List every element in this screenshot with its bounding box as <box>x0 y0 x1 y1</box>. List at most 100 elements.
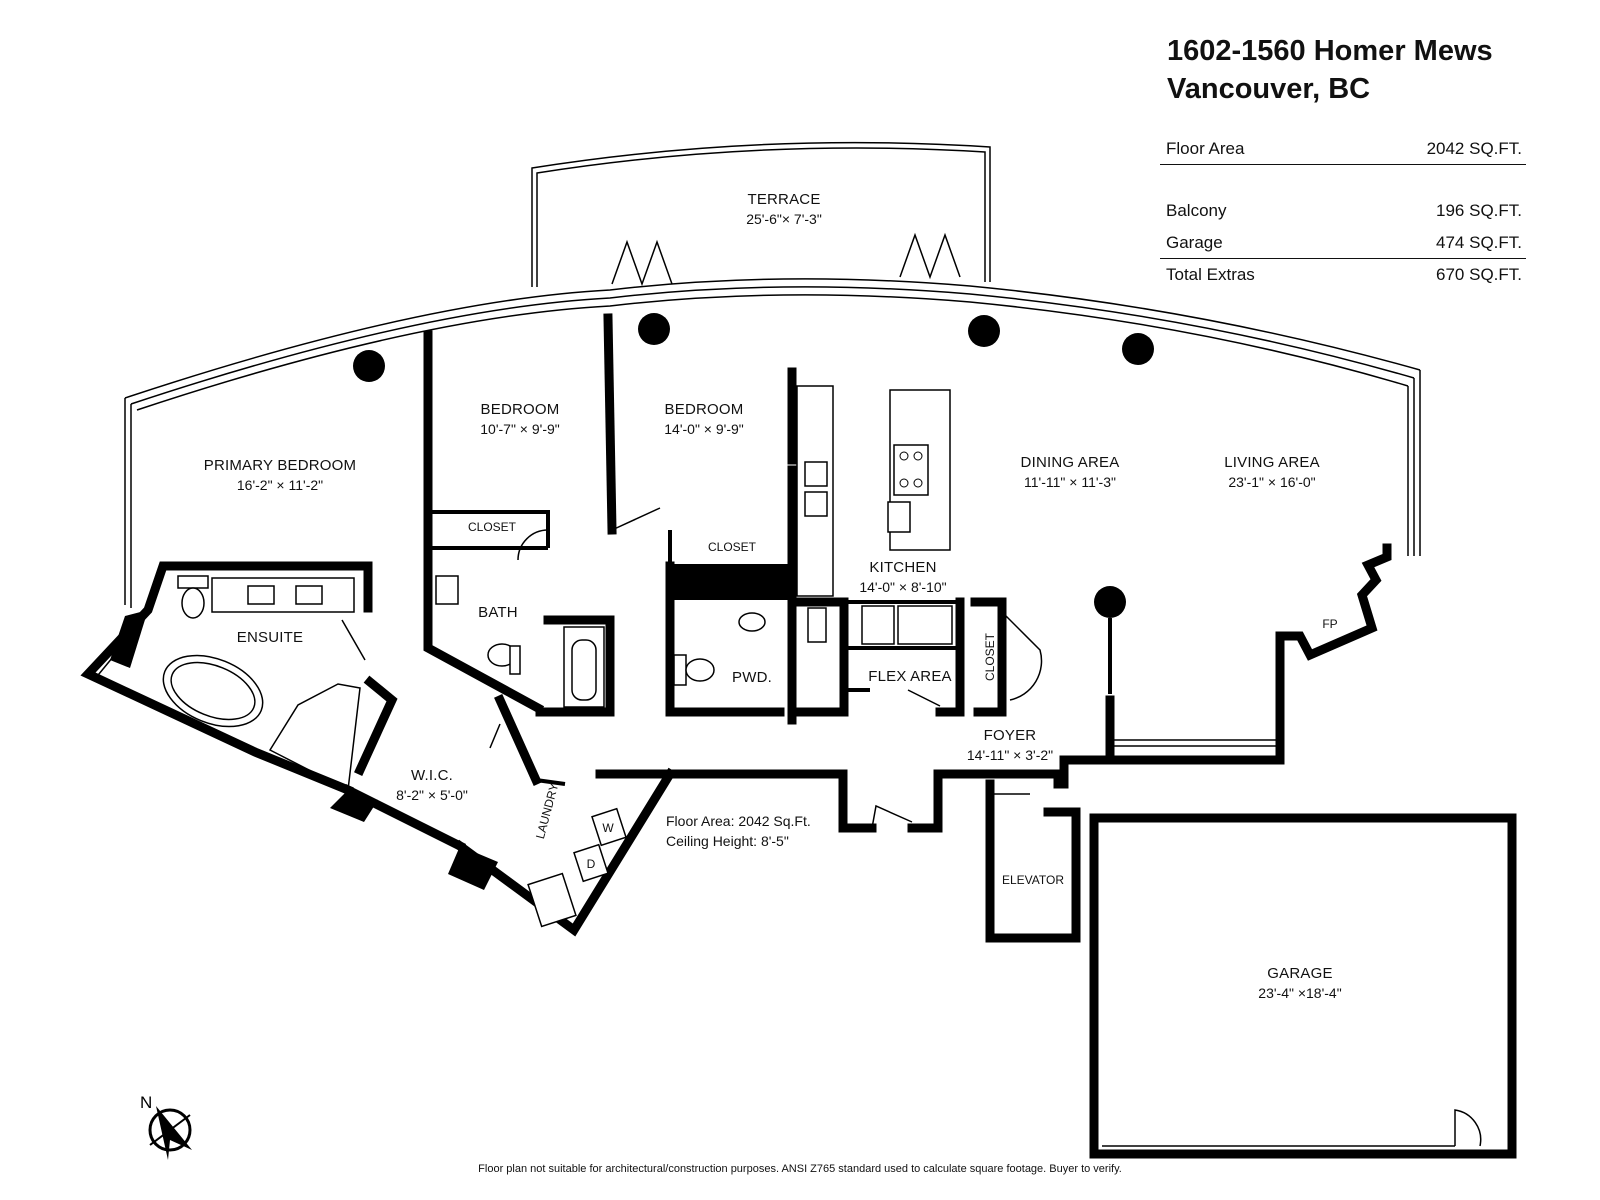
bedroom-1-dim: 10'-7" × 9'-9" <box>480 421 560 437</box>
dining-area-label: DINING AREA <box>1021 454 1120 471</box>
shower-icon <box>527 872 577 928</box>
kitchen-label: KITCHEN <box>869 559 936 576</box>
structural-columns <box>353 313 1154 618</box>
wall-block <box>448 846 498 890</box>
garage-label: Garage <box>1166 232 1223 252</box>
area-row-balcony: Balcony 196 SQ.FT. <box>1160 195 1526 227</box>
sink-icon <box>738 612 766 632</box>
ensuite-label: ENSUITE <box>237 629 303 646</box>
wall-block <box>330 790 378 822</box>
closet-bedroom-2-label: CLOSET <box>708 540 757 554</box>
balcony-value: 196 SQ.FT. <box>1436 201 1522 220</box>
washer-label: W <box>602 821 614 835</box>
ensuite-wing <box>80 561 677 937</box>
sink-icon <box>247 585 275 605</box>
ensuite-vanity <box>211 577 355 613</box>
terrace-dim: 25'-6"× 7'-3" <box>746 211 822 227</box>
bedroom-2-dim: 14'-0" × 9'-9" <box>664 421 744 437</box>
foyer-dim: 14'-11" × 3'-2" <box>967 747 1053 763</box>
garage-label: GARAGE <box>1267 965 1332 982</box>
toilet-icon <box>181 587 205 619</box>
fixtures <box>162 385 953 928</box>
column <box>968 315 1000 347</box>
flex-area-label: FLEX AREA <box>868 668 952 685</box>
plan-ceiling-height: Ceiling Height: 8'-5" <box>666 833 789 849</box>
door-swing <box>517 529 549 561</box>
area-row-floor: Floor Area 2042 SQ.FT. <box>1160 133 1526 165</box>
dryer-label: D <box>587 857 596 871</box>
area-row-garage: Garage 474 SQ.FT. <box>1160 227 1526 259</box>
closet-bedroom-1-label: CLOSET <box>468 520 517 534</box>
living-area-dim: 23'-1" × 16'-0" <box>1228 474 1315 490</box>
total-extras-value: 670 SQ.FT. <box>1436 265 1522 284</box>
pwd-wall-block <box>670 566 792 600</box>
elevator-label: ELEVATOR <box>1002 873 1064 887</box>
bath-label: BATH <box>478 604 518 621</box>
primary-bedroom-label: PRIMARY BEDROOM <box>204 457 356 474</box>
interior-walls <box>423 313 1517 1159</box>
area-row-total-extras: Total Extras 670 SQ.FT. <box>1160 259 1526 291</box>
terrace-label: TERRACE <box>747 191 820 208</box>
bedroom-2-label: BEDROOM <box>665 401 744 418</box>
floor-area-label: Floor Area <box>1166 138 1245 158</box>
washer-icon <box>591 807 627 847</box>
toilet-icon <box>685 658 715 682</box>
disclaimer-footer: Floor plan not suitable for architectura… <box>478 1163 1122 1175</box>
living-area-label: LIVING AREA <box>1224 454 1320 471</box>
sink-icon <box>435 575 459 605</box>
dining-area-dim: 11'-11" × 11'-3" <box>1024 474 1116 490</box>
sink-icon <box>295 585 323 605</box>
appliance-icon <box>897 605 953 645</box>
garage-dim: 23'-4" ×18'-4" <box>1258 985 1341 1001</box>
garage-door <box>1454 1109 1482 1147</box>
cooktop-icon <box>893 444 929 496</box>
door-swing <box>1001 611 1043 701</box>
door-swing <box>611 507 661 531</box>
room-labels: TERRACE 25'-6"× 7'-3" PRIMARY BEDROOM 16… <box>204 191 1342 1001</box>
laundry-label: LAUNDRY <box>533 782 561 841</box>
folding-door-left <box>611 239 673 287</box>
terrace <box>531 141 991 287</box>
dishwasher-icon <box>887 501 911 533</box>
sink-icon <box>804 461 828 487</box>
toilet-tank <box>673 654 687 686</box>
exterior-curtain-wall <box>124 278 1421 608</box>
column <box>638 313 670 345</box>
compass-label: N <box>140 1093 152 1112</box>
area-summary-table: Floor Area 2042 SQ.FT. Balcony 196 SQ.FT… <box>1160 133 1526 291</box>
door-swing <box>489 723 501 749</box>
primary-bedroom-dim: 16'-2" × 11'-2" <box>237 477 323 493</box>
entry-door <box>871 804 913 829</box>
bedroom-1-label: BEDROOM <box>481 401 560 418</box>
garage-value: 474 SQ.FT. <box>1436 232 1522 252</box>
door-swing <box>907 689 941 707</box>
foyer-label: FOYER <box>984 727 1037 744</box>
dryer-icon <box>573 843 609 883</box>
toilet-tank <box>177 575 209 589</box>
sink-icon <box>804 491 828 517</box>
column <box>1122 333 1154 365</box>
address-line-1: 1602-1560 Homer Mews <box>1167 35 1493 67</box>
column <box>1094 586 1126 618</box>
pantry-shelf <box>807 607 827 643</box>
kitchen-dim: 14'-0" × 8'-10" <box>859 579 946 595</box>
north-arrow-icon: N <box>140 1093 192 1160</box>
folding-door-right <box>899 232 961 280</box>
closet-foyer-label: CLOSET <box>983 632 997 681</box>
fireplace-label: FP <box>1322 617 1337 631</box>
address-line-2: Vancouver, BC <box>1167 73 1371 105</box>
appliance-icon <box>861 605 895 645</box>
kitchen-counter <box>796 385 834 597</box>
balcony-label: Balcony <box>1166 201 1227 220</box>
total-extras-label: Total Extras <box>1166 265 1255 284</box>
doors <box>489 507 1482 1147</box>
floor-area-value: 2042 SQ.FT. <box>1426 138 1522 158</box>
wic-label: W.I.C. <box>411 767 453 784</box>
wic-dim: 8'-2" × 5'-0" <box>396 787 468 803</box>
pwd-label: PWD. <box>732 669 772 686</box>
column <box>353 350 385 382</box>
plan-notes: Floor Area: 2042 Sq.Ft. Ceiling Height: … <box>666 813 811 849</box>
property-address: 1602-1560 Homer Mews Vancouver, BC <box>1167 32 1493 108</box>
wall-block <box>110 610 148 668</box>
